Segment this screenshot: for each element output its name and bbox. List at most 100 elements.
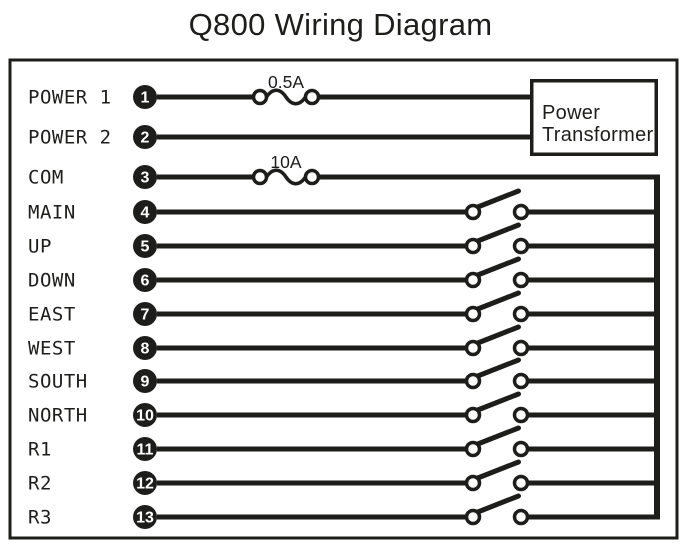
row-label: NORTH	[28, 405, 88, 427]
switch-blade	[474, 493, 521, 515]
row-label: R1	[28, 439, 52, 461]
row-label: SOUTH	[28, 371, 88, 393]
switch-left-contact	[464, 237, 482, 255]
switch-left-contact	[464, 406, 482, 424]
terminal-circle	[133, 437, 157, 461]
switch-blade	[474, 188, 521, 210]
switch-blade	[474, 290, 521, 312]
terminal-circle	[133, 336, 157, 360]
terminal-number: 11	[137, 442, 154, 459]
switch-right-contact	[512, 440, 530, 458]
row-com: COM 10A 3	[28, 152, 660, 189]
switch-symbol	[464, 425, 530, 458]
diagram-title: Q800 Wiring Diagram	[188, 7, 493, 42]
terminal-number: 5	[141, 239, 150, 256]
switch-left-contact	[464, 339, 482, 357]
switch-right-contact	[512, 271, 530, 289]
terminal-circle	[133, 165, 157, 189]
switch-right-contact	[512, 508, 530, 526]
switch-symbol	[464, 357, 530, 390]
row-r2: R2 12	[28, 459, 660, 495]
switch-symbol	[464, 459, 530, 492]
switch-left-contact	[464, 440, 482, 458]
fuse-wire	[265, 168, 307, 186]
fuse-contact-left	[251, 88, 269, 106]
switch-symbol	[464, 256, 530, 289]
row-label: UP	[28, 236, 52, 258]
row-label: COM	[28, 167, 64, 189]
terminal-number: 4	[141, 205, 150, 222]
fuse-contact-left	[251, 168, 269, 186]
row-label: DOWN	[28, 270, 76, 292]
row-label: R2	[28, 473, 52, 495]
switch-left-contact	[464, 305, 482, 323]
terminal-number: 6	[141, 273, 150, 290]
row-r1: R1 11	[28, 425, 660, 461]
row-label: MAIN	[28, 202, 76, 224]
terminal-circle	[133, 268, 157, 292]
row-down: DOWN 6	[28, 256, 660, 292]
switch-right-contact	[512, 474, 530, 492]
switch-left-contact	[464, 508, 482, 526]
terminal-circle	[133, 471, 157, 495]
switch-symbol	[464, 324, 530, 357]
switch-blade	[474, 256, 521, 278]
power-transformer-outline	[530, 79, 658, 156]
terminal-number: 7	[141, 307, 150, 324]
switch-right-contact	[512, 372, 530, 390]
row-r3: R3 13	[28, 493, 660, 529]
fuse-symbol: 0.5A	[251, 72, 321, 106]
switch-left-contact	[464, 271, 482, 289]
terminal-number: 9	[141, 374, 150, 391]
switch-right-contact	[512, 237, 530, 255]
row-label: WEST	[28, 338, 76, 360]
switch-blade	[474, 324, 521, 346]
row-label: POWER 2	[28, 127, 112, 149]
terminal-circle	[133, 505, 157, 529]
row-label: POWER 1	[28, 87, 112, 109]
switch-blade	[474, 425, 521, 447]
switch-left-contact	[464, 203, 482, 221]
switch-symbol	[464, 222, 530, 255]
row-power-1: POWER 10.5A1	[28, 72, 531, 109]
switch-symbol	[464, 188, 530, 221]
terminal-number: 10	[136, 408, 154, 425]
switch-blade	[474, 357, 521, 379]
switch-symbol	[464, 391, 530, 424]
fuse-symbol: 10A	[251, 152, 321, 186]
fuse-contact-right	[303, 88, 321, 106]
switch-right-contact	[512, 203, 530, 221]
switch-right-contact	[512, 406, 530, 424]
switch-blade	[474, 459, 521, 481]
switch-blade	[474, 222, 521, 244]
terminal-number: 13	[136, 510, 154, 527]
row-main: MAIN 4	[28, 188, 660, 224]
row-west: WEST 8	[28, 324, 660, 360]
terminal-number: 3	[141, 170, 150, 187]
switch-right-contact	[512, 305, 530, 323]
row-up: UP 5	[28, 222, 660, 258]
terminal-number: 8	[141, 341, 150, 358]
fuse-contact-right	[303, 168, 321, 186]
power-transformer-label-line1: Power	[542, 102, 600, 124]
fuse-wire	[265, 88, 307, 106]
row-north: NORTH 10	[28, 391, 660, 427]
fuse-rating: 10A	[270, 152, 301, 172]
terminal-number: 12	[136, 476, 154, 493]
terminal-circle	[133, 403, 157, 427]
switch-symbol	[464, 290, 530, 323]
terminal-circle	[133, 85, 157, 109]
row-label: R3	[28, 507, 52, 529]
diagram-border	[8, 58, 679, 540]
terminal-circle	[133, 369, 157, 393]
fuse-rating: 0.5A	[268, 72, 304, 92]
power-transformer-label-line2: Transformer	[542, 124, 654, 146]
switch-right-contact	[512, 339, 530, 357]
switch-left-contact	[464, 372, 482, 390]
switch-blade	[474, 391, 521, 413]
